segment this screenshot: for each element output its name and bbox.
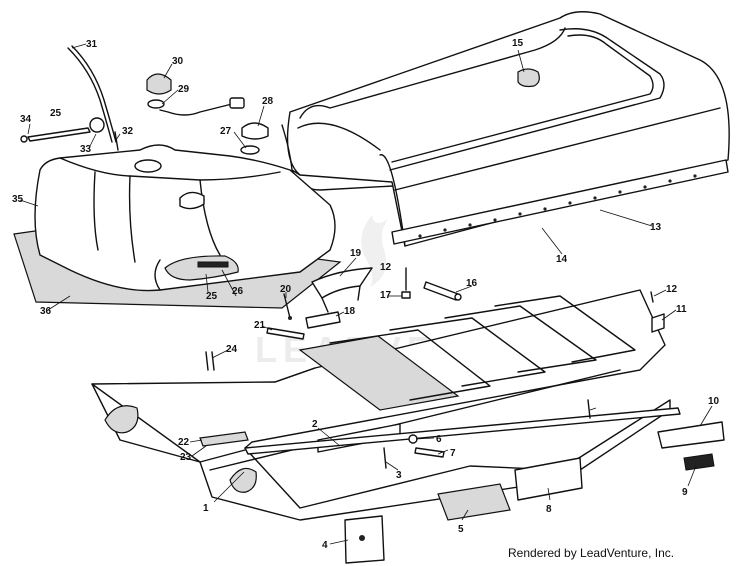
callout-7: 7 (450, 448, 456, 459)
callout-labels: 1 2 3 4 5 6 7 8 9 10 11 12 13 14 15 16 1… (12, 38, 720, 551)
screw-12-17 (401, 267, 654, 303)
callout-35: 35 (12, 194, 24, 205)
callout-26: 26 (232, 286, 244, 297)
callout-16: 16 (466, 278, 478, 289)
callout-21: 21 (254, 320, 266, 331)
callout-23: 23 (180, 452, 192, 463)
callout-34: 34 (20, 114, 32, 125)
callout-25: 25 (206, 291, 218, 302)
seat (281, 11, 730, 247)
callout-32: 32 (122, 126, 134, 137)
callout-25b: 25 (50, 108, 62, 119)
callout-30: 30 (172, 56, 184, 67)
reflector-9 (683, 453, 715, 471)
callout-10: 10 (708, 396, 720, 407)
callout-19: 19 (350, 248, 362, 259)
callout-12: 12 (666, 284, 678, 295)
callout-14: 14 (556, 254, 568, 265)
bolt-16 (423, 281, 462, 301)
fuel-lines (20, 45, 119, 151)
fuel-tank (13, 144, 342, 309)
callout-3: 3 (396, 470, 402, 481)
callout-12b: 12 (380, 262, 392, 273)
bolt-21 (266, 327, 305, 340)
fasteners-3-24 (205, 351, 591, 469)
bracket-11 (651, 313, 665, 333)
callout-24: 24 (226, 344, 238, 355)
plate-8 (514, 457, 583, 501)
bracket-18 (305, 311, 341, 329)
callout-31: 31 (86, 39, 98, 50)
callout-17: 17 (380, 290, 392, 301)
lower-rail (244, 407, 681, 455)
callout-9: 9 (682, 487, 688, 498)
callout-11: 11 (676, 304, 687, 315)
seat-rivets (418, 174, 697, 238)
callout-18: 18 (344, 306, 356, 317)
plate-5 (437, 483, 511, 521)
callout-5: 5 (458, 524, 464, 535)
callout-2: 2 (312, 419, 318, 430)
callout-4: 4 (322, 540, 328, 551)
callout-20: 20 (280, 284, 292, 295)
callout-13: 13 (650, 222, 662, 233)
leader-lines (19, 43, 713, 545)
callout-6: 6 (436, 434, 442, 445)
callout-1: 1 (203, 503, 209, 514)
render-credit: Rendered by LeadVenture, Inc. (508, 546, 675, 560)
bolt-20 (283, 293, 292, 320)
callout-36: 36 (40, 306, 52, 317)
fuel-caps (240, 122, 269, 155)
callout-15: 15 (512, 38, 524, 49)
callout-29: 29 (178, 84, 190, 95)
callout-33: 33 (80, 144, 92, 155)
callout-8: 8 (546, 504, 552, 515)
bracket-19 (311, 267, 373, 313)
callout-27: 27 (220, 126, 232, 137)
reflector-10 (657, 421, 725, 449)
fuel-gauge (146, 73, 245, 116)
callout-22: 22 (178, 437, 190, 448)
callout-28: 28 (262, 96, 274, 107)
tunnel-pan (91, 289, 671, 521)
plate-4 (344, 515, 385, 564)
